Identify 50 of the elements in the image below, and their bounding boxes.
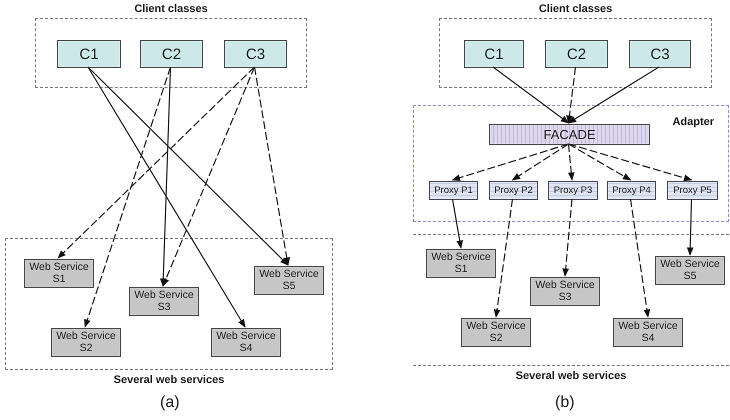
proxy-box: Proxy P3: [548, 181, 598, 200]
panel-label: (a): [160, 394, 180, 412]
web-service-box: Web Service S5: [655, 256, 725, 285]
group-heading: Several web services: [114, 374, 224, 386]
proxy-box: Proxy P5: [667, 181, 718, 200]
arrow: [494, 198, 514, 318]
proxy-box: Proxy P1: [429, 181, 478, 200]
group-heading: Adapter: [672, 116, 714, 128]
arrow: [57, 66, 255, 259]
arrow: [87, 66, 246, 328]
arrow: [88, 66, 289, 266]
web-service-box: Web Service S5: [254, 266, 324, 295]
arrow: [84, 66, 172, 328]
arrow: [512, 144, 569, 180]
arrow: [686, 198, 694, 256]
group-heading: Several web services: [516, 370, 626, 382]
web-service-box: Web Service S4: [211, 328, 281, 357]
class-box: C2: [545, 40, 608, 68]
arrow: [254, 66, 290, 266]
class-box: C2: [140, 40, 203, 68]
web-service-box: Web Service S4: [613, 318, 683, 347]
arrow: [562, 198, 573, 277]
web-service-box: Web Service S3: [129, 287, 199, 316]
web-service-box: Web Service S1: [24, 259, 94, 288]
panel-label: (b): [555, 394, 575, 412]
class-box: C1: [464, 40, 524, 68]
proxy-box: Proxy P2: [489, 181, 538, 200]
arrow: [568, 143, 692, 182]
arrow: [492, 66, 570, 124]
group-heading: Client classes: [134, 3, 208, 15]
adapter-frame: [413, 105, 729, 222]
facade-box: FACADE: [489, 124, 650, 145]
arrow: [568, 143, 632, 181]
web-service-box: Web Service S3: [530, 277, 600, 306]
proxy-box: Proxy P4: [607, 181, 656, 200]
class-box: C3: [224, 40, 287, 68]
arrow: [160, 66, 172, 287]
arrow: [566, 66, 576, 124]
arrow: [630, 198, 650, 318]
arrow: [452, 198, 464, 249]
arrow: [568, 66, 660, 124]
web-service-box: Web Service S1: [426, 249, 496, 278]
group-heading: Client classes: [538, 3, 612, 15]
class-box: C1: [57, 40, 121, 68]
web-service-box: Web Service S2: [51, 328, 121, 357]
arrow: [568, 144, 575, 181]
class-box: C3: [629, 40, 691, 68]
arrow: [452, 143, 569, 181]
arrow: [162, 66, 256, 287]
web-service-box: Web Service S2: [461, 318, 531, 347]
